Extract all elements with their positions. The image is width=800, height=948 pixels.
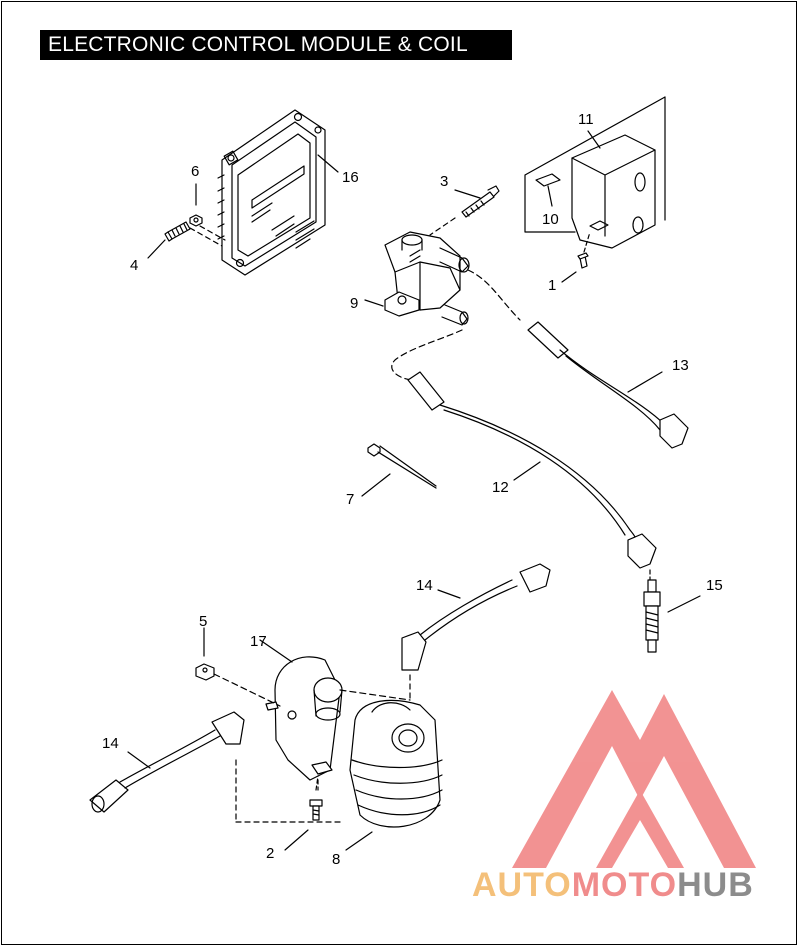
callout-5: 5 — [199, 613, 207, 630]
watermark-hub: HUB — [677, 866, 754, 904]
watermark-wordmark: AUTOMOTOHUB — [472, 866, 792, 906]
alignment-line — [339, 689, 411, 701]
callout-2: 2 — [266, 845, 274, 862]
watermark-logo-mark — [512, 690, 756, 868]
callout-1: 1 — [548, 277, 556, 294]
part-nut-6 — [189, 183, 226, 241]
diagram-title: ELECTRONIC CONTROL MODULE & COIL — [40, 30, 512, 60]
part-bracket-17 — [259, 639, 343, 781]
callout-16: 16 — [342, 169, 359, 186]
callout-3: 3 — [440, 173, 448, 190]
callout-4: 4 — [130, 257, 138, 274]
callout-14-right: 14 — [416, 577, 433, 594]
callout-14-left: 14 — [102, 735, 119, 752]
part-plug-wire-12 — [391, 329, 657, 581]
watermark-moto: MOTO — [571, 866, 678, 904]
watermark-auto: AUTO — [472, 866, 572, 904]
part-plug-wire-13 — [467, 269, 689, 449]
callout-10: 10 — [542, 211, 559, 228]
part-screw-4 — [147, 221, 223, 259]
part-screw-2 — [284, 775, 323, 851]
part-screw-3 — [429, 185, 500, 236]
part-label-10 — [535, 173, 561, 207]
callout-15: 15 — [706, 577, 723, 594]
part-ignition-coil-8 — [345, 699, 443, 851]
callout-12: 12 — [492, 479, 509, 496]
part-spark-plug-15 — [643, 579, 701, 653]
part-plug-wire-14-right — [401, 563, 551, 701]
part-screw-1 — [561, 231, 591, 283]
callout-13: 13 — [672, 357, 689, 374]
part-cable-tie-7 — [361, 443, 437, 497]
callout-7: 7 — [346, 491, 354, 508]
part-ignition-coil-9 — [364, 231, 470, 326]
callout-8: 8 — [332, 851, 340, 868]
callout-6: 6 — [191, 163, 199, 180]
callout-11: 11 — [578, 111, 594, 128]
part-nut-5 — [195, 627, 281, 707]
part-ecm-module — [217, 109, 339, 276]
callouts: 1 2 3 4 5 6 7 8 9 10 11 12 13 14 14 15 1… — [102, 111, 723, 868]
part-coil-cover-11 — [524, 96, 666, 249]
callout-17: 17 — [250, 633, 267, 650]
part-plug-wire-14-left — [89, 711, 341, 823]
callout-9: 9 — [350, 295, 358, 312]
